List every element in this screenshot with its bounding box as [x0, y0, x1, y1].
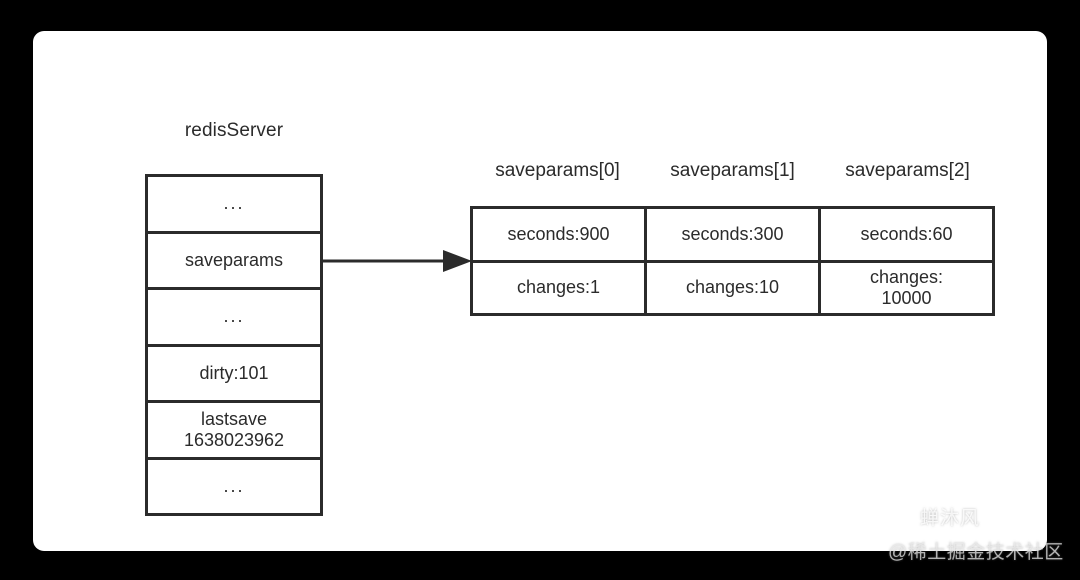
- saveparams-changes-row: changes:1 changes:10 changes: 10000: [473, 262, 992, 313]
- saveparams-2-changes: changes: 10000: [869, 267, 944, 308]
- struct-field-dirty: dirty:101: [148, 347, 320, 403]
- redis-server-title: redisServer: [184, 120, 284, 141]
- saveparams-0-changes: changes:1: [473, 262, 647, 313]
- saveparams-2-seconds: seconds:60: [860, 223, 953, 244]
- saveparams-array-table: seconds:900 seconds:300 seconds:60 chang…: [470, 206, 995, 316]
- struct-field-saveparams: saveparams: [148, 234, 320, 290]
- saveparams-1-seconds: seconds:300: [647, 209, 821, 260]
- struct-field-ellipsis-top: ...: [148, 177, 320, 234]
- diagram-card: redisServer saveparams[0] saveparams[1] …: [33, 31, 1047, 551]
- saveparams-2-header: saveparams[2]: [845, 160, 970, 181]
- saveparams-0-header: saveparams[0]: [495, 160, 620, 181]
- saveparams-seconds-row: seconds:900 seconds:300 seconds:60: [473, 209, 992, 263]
- struct-field-lastsave: lastsave 1638023962: [148, 403, 320, 460]
- saveparams-0-seconds: seconds:900: [473, 209, 647, 260]
- saveparams-1-changes: changes:10: [647, 262, 821, 313]
- struct-field-ellipsis-bottom: ...: [223, 475, 245, 496]
- saveparams-1-header: saveparams[1]: [670, 160, 795, 181]
- struct-field-ellipsis-middle: ...: [148, 290, 320, 347]
- saveparams-pointer-arrow: [321, 250, 472, 272]
- redis-server-struct-table: ... saveparams ... dirty:101 lastsave 16…: [145, 174, 323, 516]
